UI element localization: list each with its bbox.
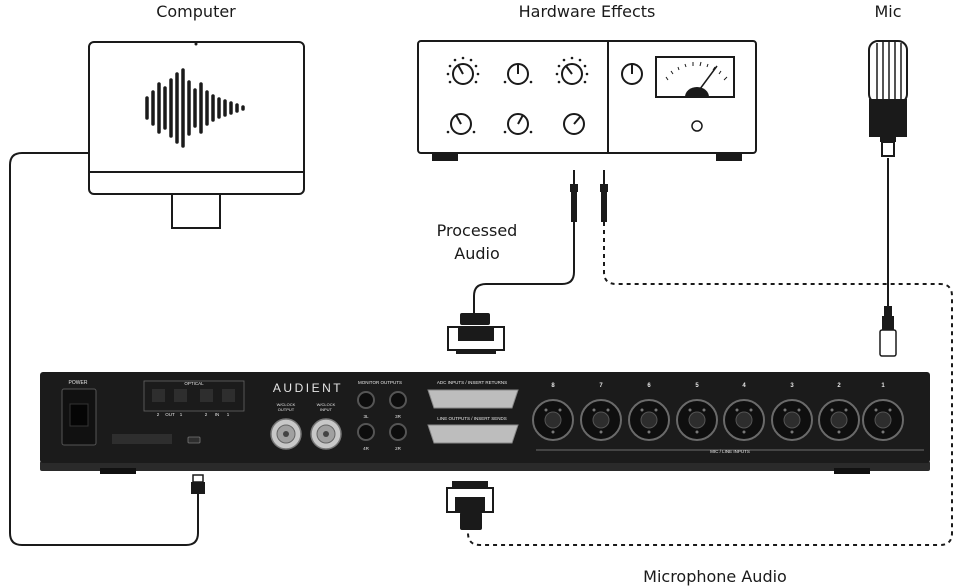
power-label: POWER <box>69 380 88 386</box>
vu-meter <box>655 56 735 98</box>
monitor-outputs-label: MONITOR OUTPUTS <box>358 380 402 385</box>
usb-plug <box>191 474 205 494</box>
microphone-audio-cable <box>467 222 953 546</box>
dsub-port <box>427 424 519 444</box>
optical-port-number: 1 <box>227 412 230 417</box>
jack-plugs <box>570 170 608 222</box>
channel-number: 1 <box>881 383 885 389</box>
combo-jack <box>771 399 813 441</box>
optical-label: OPTICAL <box>184 381 204 386</box>
microphone-audio-label: Microphone Audio <box>643 567 787 586</box>
mic-line-inputs-label: MIC / LINE INPUTS <box>710 449 750 454</box>
monitor-jack-label: 3R <box>395 414 402 419</box>
processed-audio-cable <box>473 222 575 322</box>
optical-in-label: IN <box>215 412 220 417</box>
wclock-output-label: W/CLOCK <box>277 402 296 407</box>
wclock-output-label: OUTPUT <box>278 407 295 412</box>
line-outputs-label: LINE OUTPUTS / INSERT SENDS <box>437 416 507 421</box>
wclock-input-label: INPUT <box>320 407 333 412</box>
combo-jack <box>676 399 718 441</box>
optical-port-number: 1 <box>180 412 183 417</box>
xlr-connector <box>879 306 897 357</box>
bnc-connector <box>270 418 302 450</box>
channel-number: 6 <box>647 383 651 389</box>
channel-number: 5 <box>695 383 699 389</box>
channel-number: 8 <box>551 383 555 389</box>
dsub-connector-top <box>447 313 505 354</box>
mic-label: Mic <box>874 2 901 21</box>
combo-jack <box>628 399 670 441</box>
brand-logo: AUDIENT <box>273 381 343 395</box>
computer-label: Computer <box>156 2 236 21</box>
processed-audio-label: Audio <box>454 244 499 263</box>
channel-number: 3 <box>790 383 794 389</box>
waveform-icon <box>145 68 245 148</box>
optical-port-number: 2 <box>157 412 160 417</box>
microphone-icon <box>868 40 908 157</box>
monitor-jack-label: 2R <box>395 446 402 451</box>
usb-cable <box>9 152 199 546</box>
combo-jack <box>580 399 622 441</box>
channel-number: 2 <box>837 383 841 389</box>
processed-audio-label: Processed <box>437 221 518 240</box>
combo-jack <box>818 399 860 441</box>
channel-number: 4 <box>742 383 746 389</box>
computer-monitor <box>88 41 305 229</box>
hardware-effects-label: Hardware Effects <box>519 2 656 21</box>
monitor-jack-label: 3L <box>363 414 369 419</box>
combo-jack <box>532 399 574 441</box>
monitor-jack-label: 4R <box>363 446 370 451</box>
audio-interface-rack: POWER OPTICAL 2 OUT 1 2 IN 1 AUDIENT W/C… <box>40 372 930 474</box>
channel-number: 7 <box>599 383 603 389</box>
optical-port-number: 2 <box>205 412 208 417</box>
effects-knob-icon <box>450 63 643 135</box>
hardware-effects-unit <box>417 40 757 161</box>
dsub-port <box>427 389 519 409</box>
wclock-input-label: W/CLOCK <box>317 402 336 407</box>
combo-jack <box>862 399 904 441</box>
bnc-connector <box>310 418 342 450</box>
dsub-connector-bottom <box>446 481 494 530</box>
adc-inputs-label: ADC INPUTS / INSERT RETURNS <box>437 380 507 385</box>
combo-jack <box>723 399 765 441</box>
optical-out-label: OUT <box>165 412 175 417</box>
